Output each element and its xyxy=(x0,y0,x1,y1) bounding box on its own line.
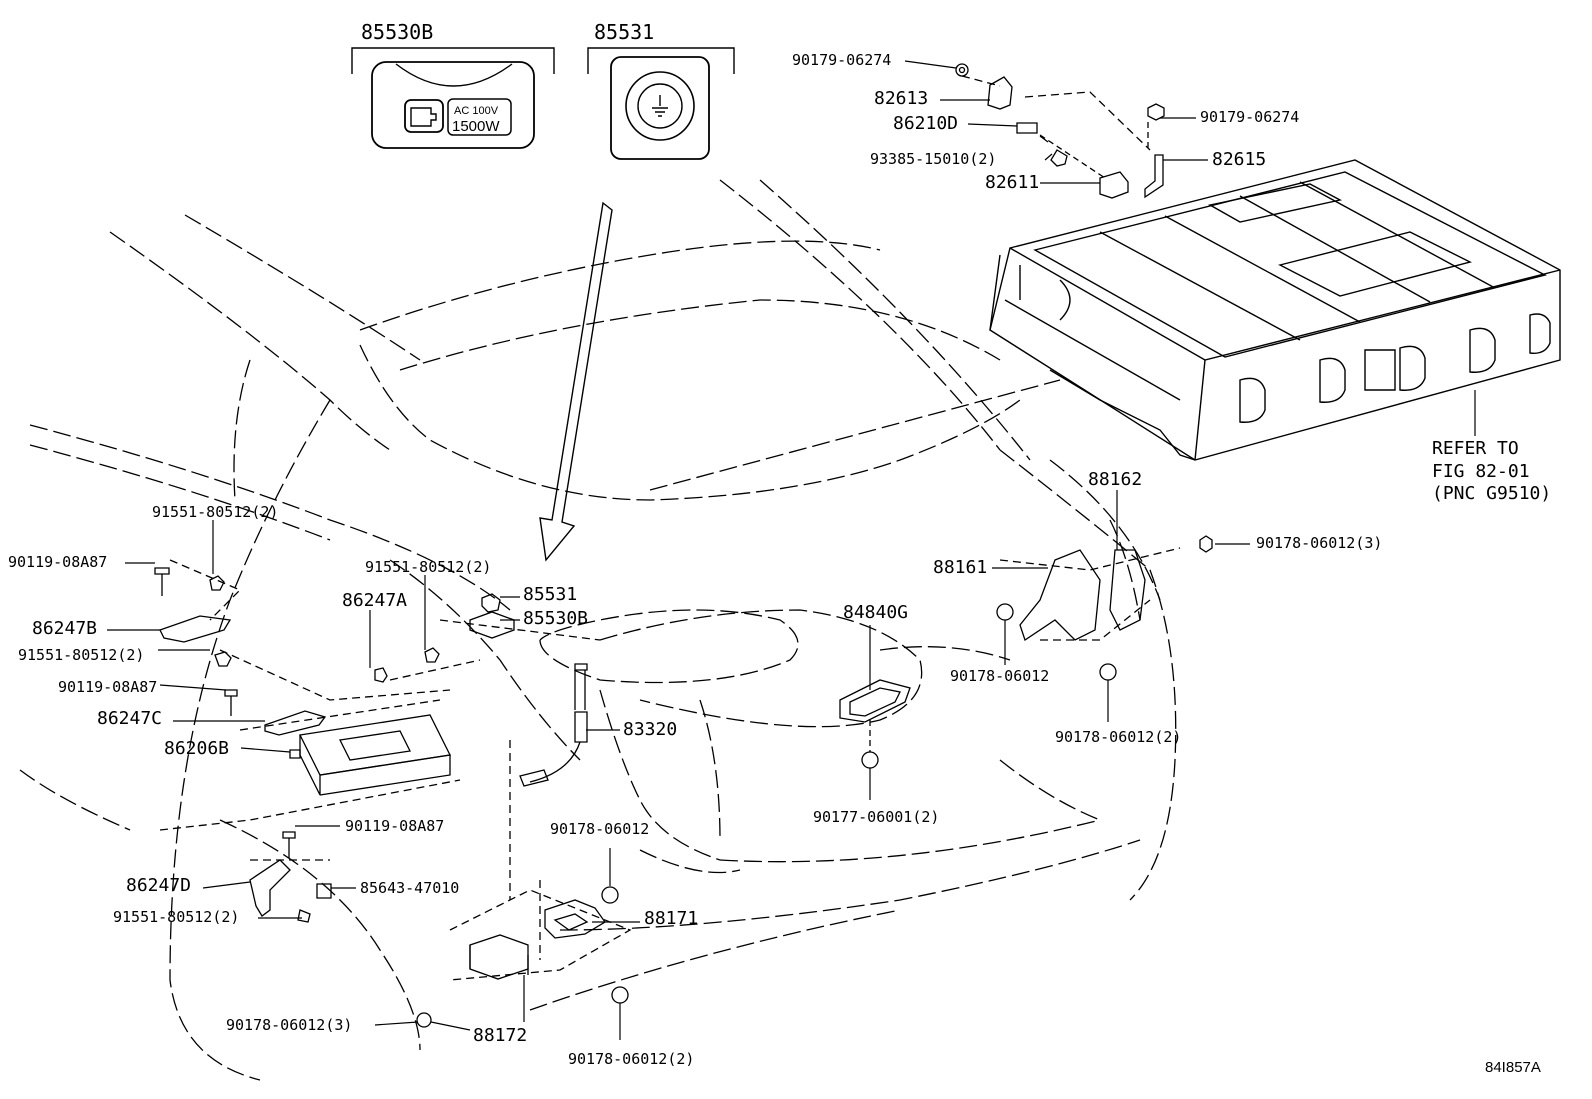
label-90178-06012-mid: 90178-06012 xyxy=(950,667,1050,685)
refer-line-2: FIG 82-01 xyxy=(1432,461,1530,482)
label-90119-08A87-c: 90119-08A87 xyxy=(345,817,445,835)
parts-hardware xyxy=(154,63,1213,1028)
label-90178-06012-3-top: 90178-06012(3) xyxy=(1256,534,1383,552)
label-90178-06012-2-bottom: 90178-06012(2) xyxy=(568,1050,695,1068)
vehicle-body-outline xyxy=(19,179,1177,1081)
inset-85530B: AC 100V 1500W xyxy=(351,47,555,149)
label-82613: 82613 xyxy=(874,88,929,109)
label-86247C: 86247C xyxy=(97,708,163,729)
refer-line-3: (PNC G9510) xyxy=(1432,483,1552,504)
label-86247D: 86247D xyxy=(126,875,192,896)
label-83320: 83320 xyxy=(623,719,678,740)
leader-lines xyxy=(107,60,1476,1040)
label-88171: 88171 xyxy=(644,908,699,929)
label-93385-15010: 93385-15010(2) xyxy=(870,150,997,168)
label-91551-80512-c: 91551-80512(2) xyxy=(365,558,492,576)
svg-text:AC 100V: AC 100V xyxy=(454,105,499,117)
inset-label-85531: 85531 xyxy=(594,20,655,44)
refer-line-1: REFER TO xyxy=(1432,438,1519,459)
label-85531: 85531 xyxy=(523,584,578,605)
label-90179-06274-b: 90179-06274 xyxy=(1200,108,1300,126)
inset-85531 xyxy=(587,47,735,160)
inset-label-85530B: 85530B xyxy=(361,20,434,44)
label-88161: 88161 xyxy=(933,557,988,578)
label-90178-06012-2-right: 90178-06012(2) xyxy=(1055,728,1182,746)
label-91551-80512-b: 91551-80512(2) xyxy=(18,646,145,664)
label-90178-06012-low: 90178-06012 xyxy=(550,820,650,838)
label-88172: 88172 xyxy=(473,1025,528,1046)
label-86206B: 86206B xyxy=(164,738,230,759)
label-88162: 88162 xyxy=(1088,469,1143,490)
label-85530B: 85530B xyxy=(523,608,589,629)
label-91551-80512-a: 91551-80512(2) xyxy=(152,503,279,521)
label-86210D: 86210D xyxy=(893,113,959,134)
label-82615: 82615 xyxy=(1212,149,1267,170)
label-90177-06001: 90177-06001(2) xyxy=(813,808,940,826)
label-82611: 82611 xyxy=(985,172,1040,193)
label-84840G: 84840G xyxy=(843,602,909,623)
label-86247B: 86247B xyxy=(32,618,98,639)
label-90119-08A87-b: 90119-08A87 xyxy=(58,678,158,696)
label-90178-06012-3-bottom: 90178-06012(3) xyxy=(226,1016,353,1034)
label-86247A: 86247A xyxy=(342,590,408,611)
figure-code: 84I857A xyxy=(1485,1059,1541,1076)
hybrid-battery-pack xyxy=(989,159,1561,461)
label-85643-47010: 85643-47010 xyxy=(360,879,460,897)
label-90179-06274-a: 90179-06274 xyxy=(792,51,892,69)
svg-text:1500W: 1500W xyxy=(452,118,500,135)
arrow-to-outlet xyxy=(539,201,613,562)
label-91551-80512-d: 91551-80512(2) xyxy=(113,908,240,926)
label-90119-08A87-a: 90119-08A87 xyxy=(8,553,108,571)
